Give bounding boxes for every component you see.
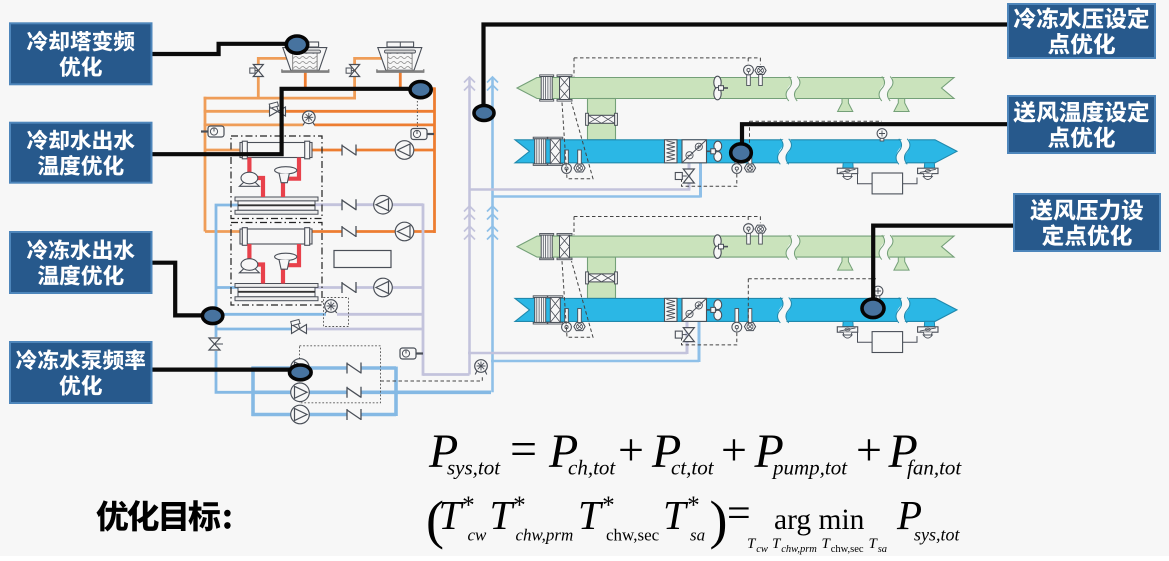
svg-text:T: T: [822, 536, 832, 552]
svg-text:chw,prm: chw,prm: [781, 544, 817, 555]
svg-text:T: T: [747, 536, 757, 552]
svg-text:arg min: arg min: [774, 504, 865, 536]
svg-text:P: P: [896, 492, 922, 538]
svg-text:ct,tot: ct,tot: [671, 456, 715, 480]
svg-text:chw,prm: chw,prm: [516, 526, 574, 545]
svg-text:*: *: [686, 492, 699, 519]
svg-text:*: *: [461, 492, 474, 519]
svg-text:T: T: [578, 492, 604, 538]
svg-text:sa: sa: [690, 526, 705, 545]
svg-text:pump,tot: pump,tot: [771, 456, 848, 480]
svg-text:): ): [710, 490, 728, 550]
svg-text:P: P: [548, 425, 578, 478]
svg-text:P: P: [428, 425, 458, 478]
svg-text:cw: cw: [468, 526, 488, 545]
svg-text:=: =: [727, 491, 751, 537]
svg-text:cw: cw: [756, 544, 768, 555]
svg-text:T: T: [663, 492, 689, 538]
svg-text:(: (: [426, 490, 444, 550]
svg-text:+: +: [856, 424, 882, 475]
svg-text:chw,sec: chw,sec: [831, 544, 864, 555]
svg-text:T: T: [490, 492, 516, 538]
svg-text:P: P: [754, 425, 784, 478]
svg-text:T: T: [869, 536, 879, 552]
svg-text:+: +: [618, 424, 644, 475]
svg-text:fan,tot: fan,tot: [907, 456, 962, 480]
svg-text:sa: sa: [878, 544, 887, 555]
svg-text:ch,tot: ch,tot: [568, 456, 616, 480]
svg-text:T: T: [439, 492, 465, 538]
svg-text:*: *: [601, 492, 614, 519]
svg-text:+: +: [721, 424, 747, 475]
svg-text:*: *: [512, 492, 525, 519]
svg-text:P: P: [651, 425, 681, 478]
svg-text:sys,tot: sys,tot: [447, 456, 501, 480]
svg-text:T: T: [772, 536, 782, 552]
svg-text:=: =: [510, 423, 537, 476]
svg-text:sys,tot: sys,tot: [914, 525, 961, 545]
svg-text:P: P: [888, 425, 918, 478]
svg-text:chw,sec: chw,sec: [606, 526, 660, 545]
